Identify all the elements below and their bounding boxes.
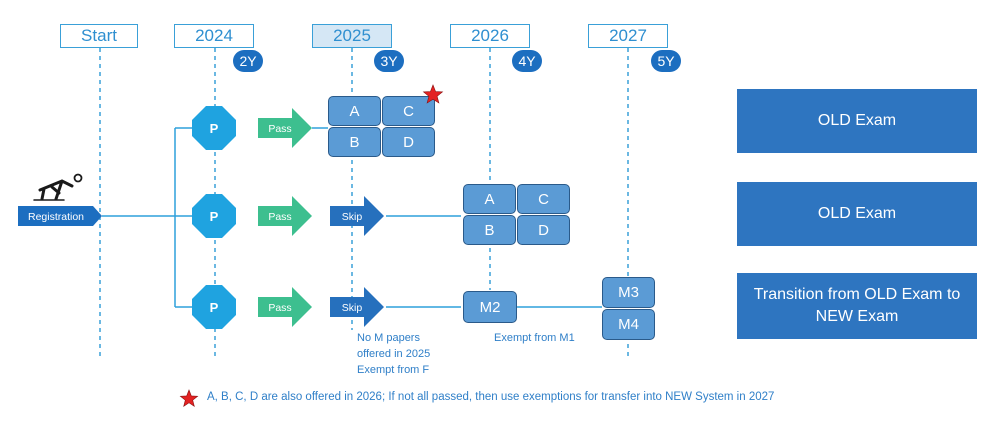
runner-icon: [33, 173, 83, 201]
p-label-route3: P: [210, 300, 219, 315]
pass-label-route1: Pass: [268, 123, 291, 135]
registration-label: Registration: [28, 211, 84, 223]
star-icon: [422, 84, 444, 104]
duration-badge-2025: 3Y: [374, 50, 404, 72]
timeline-header-2024: 2024: [174, 24, 254, 48]
paper-d-route1: D: [382, 127, 435, 157]
skip-label-route2: Skip: [342, 211, 363, 223]
p-octagon-route1: [192, 106, 236, 150]
annotation-route3-2025: No M papers offered in 2025 Exempt from …: [357, 331, 430, 379]
paper-b-route2: B: [463, 215, 516, 245]
outcome-route1: OLD Exam: [737, 89, 977, 153]
paper-a-route1: A: [328, 96, 381, 126]
skip-label-route3: Skip: [342, 302, 363, 314]
pass-label-route3: Pass: [268, 302, 291, 314]
paper-m2-route3: M2: [463, 291, 517, 323]
annotation-line-2: offered in 2025: [357, 347, 431, 360]
p-octagon-route2: [192, 194, 236, 238]
duration-badge-2027: 5Y: [651, 50, 681, 72]
skip-arrow-route2: [330, 196, 384, 236]
paper-c-route1: C: [382, 96, 435, 126]
paper-m3-route3: M3: [602, 277, 655, 308]
paper-m4-route3: M4: [602, 309, 655, 340]
pass-arrow-route2: [258, 196, 312, 236]
paper-b-route1: B: [328, 127, 381, 157]
duration-badge-2024: 2Y: [233, 50, 263, 72]
timeline-header-2026: 2026: [450, 24, 530, 48]
timeline-header-2025: 2025: [312, 24, 392, 48]
outcome-route2: OLD Exam: [737, 182, 977, 246]
paper-a-route2: A: [463, 184, 516, 214]
p-octagons: [192, 106, 236, 329]
route-connectors: [102, 127, 602, 308]
pass-label-route2: Pass: [268, 211, 291, 223]
pass-arrow-route1: [258, 108, 312, 148]
footnote-text: A, B, C, D are also offered in 2026; If …: [207, 391, 775, 403]
paper-c-route2: C: [517, 184, 570, 214]
outcome-route3: Transition from OLD Exam to NEW Exam: [737, 273, 977, 339]
timeline-header-2027: 2027: [588, 24, 668, 48]
star-icon-footnote: [179, 389, 199, 407]
pass-arrow-route3: [258, 287, 312, 327]
duration-badge-2026: 4Y: [512, 50, 542, 72]
annotation-line-1: No M papers: [357, 332, 420, 344]
p-octagon-route3: [192, 285, 236, 329]
runner-icon-body: [38, 179, 74, 201]
annotation-line-3: Exempt from F: [357, 363, 430, 376]
annotation-route3-2026: Exempt from M1: [494, 332, 575, 344]
p-label-route1: P: [210, 121, 219, 136]
pass-arrows: [258, 108, 312, 327]
timeline-header-start: Start: [60, 24, 138, 48]
registration-arrow: [18, 206, 102, 226]
skip-arrows: [330, 196, 384, 327]
runner-icon-head: [73, 173, 83, 183]
paper-d-route2: D: [517, 215, 570, 245]
skip-arrow-route3: [330, 287, 384, 327]
p-label-route2: P: [210, 209, 219, 224]
